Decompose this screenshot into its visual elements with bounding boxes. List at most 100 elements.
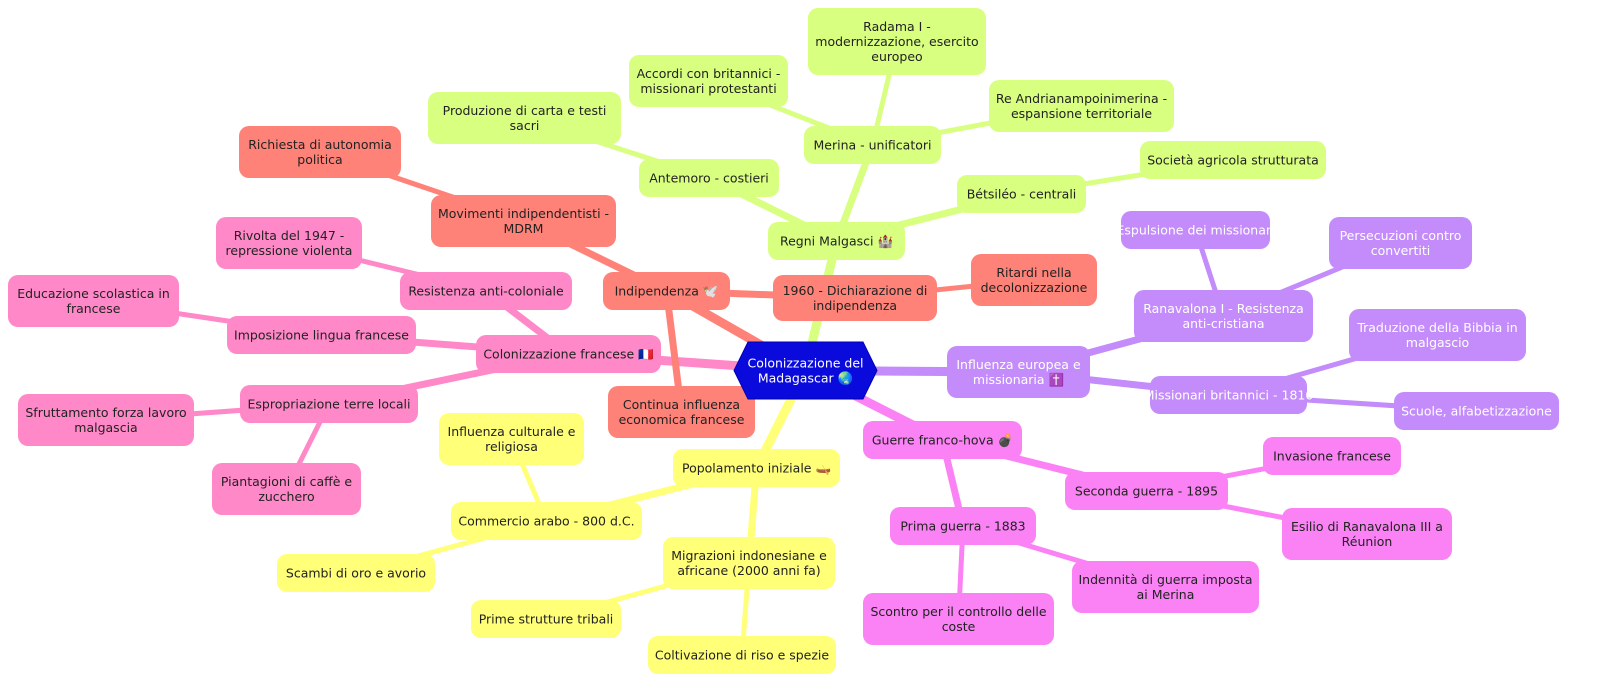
node-antemoro[interactable]: Antemoro - costieri — [639, 159, 779, 197]
node-label-invasione: Invasione francese — [1273, 449, 1391, 464]
node-label-rivolta: Rivolta del 1947 - — [234, 228, 345, 243]
node-label-bibbia: Traduzione della Bibbia in — [1356, 320, 1517, 335]
node-prima-guerra[interactable]: Prima guerra - 1883 — [890, 507, 1036, 545]
node-label-bibbia: malgascio — [1406, 335, 1469, 350]
node-label-root: Colonizzazione del — [747, 356, 863, 371]
node-label-influenza-culturale: Influenza culturale e — [448, 424, 576, 439]
node-espropriazione[interactable]: Espropriazione terre locali — [240, 385, 418, 423]
node-seconda-guerra[interactable]: Seconda guerra - 1895 — [1065, 472, 1228, 510]
node-shape-lingua — [227, 316, 416, 354]
node-shape-persecuzioni — [1329, 217, 1472, 269]
node-label-autonomia: politica — [297, 152, 342, 167]
node-societa-agricola[interactable]: Società agricola strutturata — [1140, 141, 1326, 179]
node-espulsione[interactable]: Espulsione dei missionari — [1116, 211, 1275, 249]
node-label-movimenti: Movimenti indipendentisti - — [438, 206, 609, 221]
node-andrianampoinimerina[interactable]: Re Andrianampoinimerina -espansione terr… — [989, 80, 1174, 132]
nodes: Popolamento iniziale 🛶 Commercio arabo - … — [8, 8, 1559, 674]
node-shape-autonomia — [239, 126, 401, 178]
node-label-espropriazione: Espropriazione terre locali — [248, 397, 411, 412]
node-shape-betsileo — [957, 175, 1086, 213]
node-label-societa-agricola: Società agricola strutturata — [1147, 153, 1319, 168]
node-label-sfruttamento: Sfruttamento forza lavoro — [25, 405, 186, 420]
node-accordi[interactable]: Accordi con britannici -missionari prote… — [629, 55, 788, 107]
node-scambi[interactable]: Scambi di oro e avorio — [277, 554, 435, 592]
node-shape-sfruttamento — [18, 394, 194, 446]
node-label-commercio: Commercio arabo - 800 d.C. — [458, 514, 634, 529]
node-shape-indennita — [1072, 561, 1259, 613]
node-label-prima-guerra: Prima guerra - 1883 — [900, 519, 1025, 534]
node-shape-regni — [768, 222, 905, 260]
node-scuole[interactable]: Scuole, alfabetizzazione — [1394, 392, 1559, 430]
node-shape-influenza — [947, 346, 1090, 398]
node-label-migrazioni: africane (2000 anni fa) — [677, 563, 820, 578]
node-movimenti[interactable]: Movimenti indipendentisti -MDRM — [431, 195, 616, 247]
node-label-riso: Coltivazione di riso e spezie — [655, 648, 830, 663]
node-label-scuole: Scuole, alfabetizzazione — [1401, 404, 1552, 419]
node-shape-prima-guerra — [890, 507, 1036, 545]
node-label-dichiarazione: 1960 - Dichiarazione di — [783, 283, 928, 298]
node-regni[interactable]: Regni Malgasci 🏰 — [768, 222, 905, 260]
node-invasione[interactable]: Invasione francese — [1263, 437, 1401, 475]
node-commercio[interactable]: Commercio arabo - 800 d.C. — [451, 502, 642, 540]
node-riso[interactable]: Coltivazione di riso e spezie — [648, 636, 836, 674]
node-shape-scambi — [277, 554, 435, 592]
node-label-missionari: Missionari britannici - 1810 — [1144, 388, 1314, 403]
node-label-persecuzioni: Persecuzioni contro — [1340, 228, 1462, 243]
node-guerre[interactable]: Guerre franco-hova 💣 — [863, 421, 1022, 459]
node-label-persecuzioni: convertiti — [1371, 243, 1430, 258]
node-strutture-tribali[interactable]: Prime strutture tribali — [471, 600, 621, 638]
node-label-educazione: Educazione scolastica in — [17, 286, 170, 301]
node-label-autonomia: Richiesta di autonomia — [248, 137, 392, 152]
node-label-indennita: Indennità di guerra imposta — [1078, 572, 1252, 587]
node-indipendenza[interactable]: Indipendenza 🕊️ — [603, 272, 730, 310]
node-colonizzazione[interactable]: Colonizzazione francese 🇫🇷 — [476, 335, 661, 373]
node-shape-merina — [804, 126, 941, 164]
node-label-carta: Produzione di carta e testi — [443, 103, 607, 118]
node-betsileo[interactable]: Bétsiléo - centrali — [957, 175, 1086, 213]
node-label-dichiarazione: indipendenza — [813, 298, 897, 313]
node-shape-dichiarazione — [773, 275, 937, 321]
node-shape-commercio — [451, 502, 642, 540]
node-label-antemoro: Antemoro - costieri — [649, 171, 769, 186]
node-lingua[interactable]: Imposizione lingua francese — [227, 316, 416, 354]
node-shape-popolamento — [673, 449, 840, 487]
node-label-indennita: ai Merina — [1137, 587, 1195, 602]
node-label-influenza: missionaria ✝️ — [973, 372, 1064, 387]
node-label-andrianampoinimerina: espansione territoriale — [1011, 106, 1152, 121]
node-missionari[interactable]: Missionari britannici - 1810 — [1144, 376, 1314, 414]
node-resistenza[interactable]: Resistenza anti-coloniale — [400, 272, 572, 310]
node-label-merina: Merina - unificatori — [813, 138, 931, 153]
node-label-scontro: Scontro per il controllo delle — [870, 604, 1046, 619]
node-radama[interactable]: Radama I -modernizzazione, esercitoeurop… — [808, 8, 986, 75]
node-popolamento[interactable]: Popolamento iniziale 🛶 — [673, 449, 840, 487]
node-label-carta: sacri — [510, 118, 540, 133]
node-shape-piantagioni — [212, 463, 361, 515]
node-label-strutture-tribali: Prime strutture tribali — [479, 612, 614, 627]
node-shape-root — [733, 341, 878, 400]
node-shape-riso — [648, 636, 836, 674]
node-shape-bibbia — [1349, 309, 1526, 361]
node-rivolta[interactable]: Rivolta del 1947 -repressione violenta — [216, 217, 362, 269]
node-merina[interactable]: Merina - unificatori — [804, 126, 941, 164]
node-label-radama: Radama I - — [863, 19, 931, 34]
node-shape-antemoro — [639, 159, 779, 197]
